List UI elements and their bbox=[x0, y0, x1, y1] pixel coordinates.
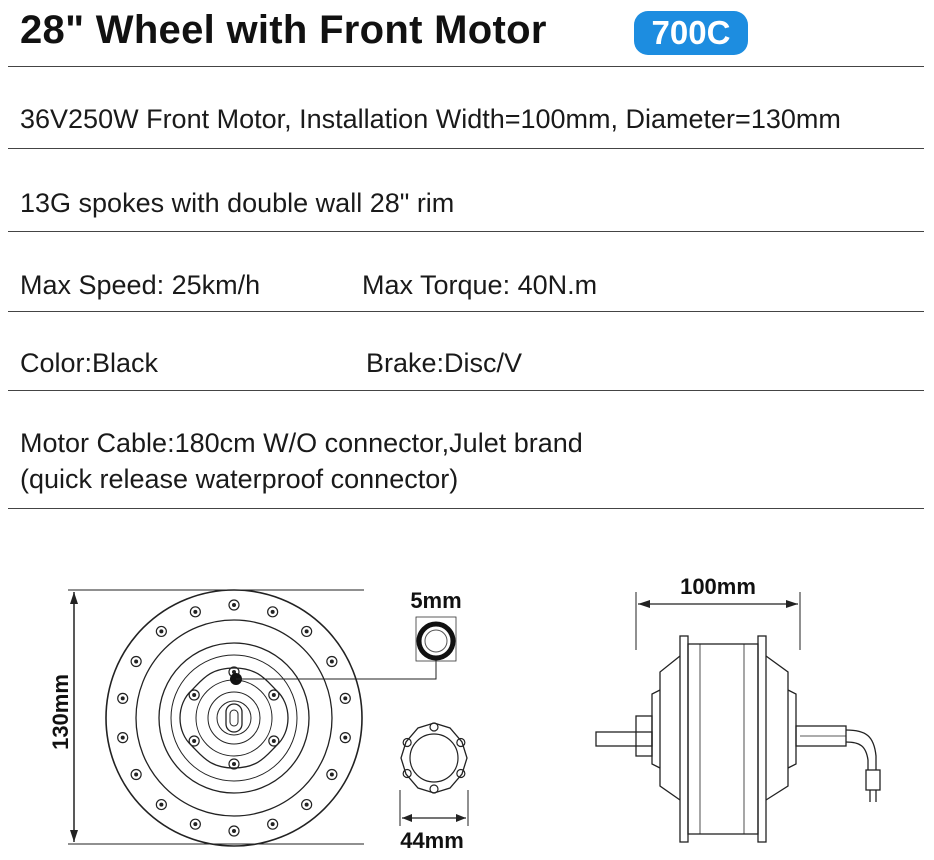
hole bbox=[117, 732, 129, 744]
hole-center bbox=[232, 762, 236, 766]
hole bbox=[268, 689, 280, 701]
page-title: 28" Wheel with Front Motor bbox=[20, 8, 547, 52]
hole-size-label: 5mm bbox=[410, 588, 461, 613]
spoke-holes bbox=[117, 599, 351, 837]
hole bbox=[155, 798, 167, 811]
hole bbox=[228, 825, 240, 837]
hole bbox=[155, 625, 167, 638]
divider bbox=[8, 66, 924, 67]
hole-center bbox=[304, 802, 309, 807]
hole bbox=[117, 692, 129, 704]
spec-cable-line1: Motor Cable:180cm W/O connector,Julet br… bbox=[20, 428, 583, 458]
hole-center bbox=[232, 670, 236, 674]
hole bbox=[456, 737, 466, 748]
hole-center bbox=[232, 829, 236, 833]
hole-center bbox=[159, 802, 164, 807]
hole bbox=[301, 798, 313, 811]
spec-motor: 36V250W Front Motor, Installation Width=… bbox=[20, 104, 841, 134]
hole bbox=[130, 768, 142, 781]
divider bbox=[8, 231, 924, 232]
hole-center bbox=[159, 629, 164, 634]
hole bbox=[267, 818, 279, 830]
hole bbox=[456, 768, 466, 779]
disc-mount-detail bbox=[399, 722, 469, 826]
hole bbox=[268, 735, 280, 747]
hub-side-view bbox=[595, 592, 881, 843]
divider bbox=[8, 508, 924, 509]
hole bbox=[339, 692, 351, 704]
hole bbox=[188, 735, 200, 747]
hole bbox=[429, 722, 439, 732]
hole bbox=[402, 768, 412, 779]
hole bbox=[228, 758, 240, 770]
hole bbox=[326, 655, 338, 668]
hole-leader bbox=[230, 660, 437, 685]
hole-center bbox=[232, 603, 236, 607]
hole bbox=[301, 625, 313, 638]
hole-center bbox=[192, 693, 197, 697]
hole bbox=[267, 606, 279, 618]
hole bbox=[189, 606, 201, 618]
hub-front-view bbox=[68, 589, 364, 847]
hole-center bbox=[304, 629, 309, 634]
hole-center bbox=[193, 822, 198, 827]
spec-spokes: 13G spokes with double wall 28" rim bbox=[20, 188, 455, 218]
hole bbox=[429, 784, 439, 794]
hole-center bbox=[329, 659, 334, 664]
hole-center bbox=[329, 772, 334, 777]
hole bbox=[339, 732, 351, 744]
hole-center bbox=[134, 772, 139, 777]
hole bbox=[188, 689, 200, 701]
hole bbox=[130, 655, 142, 668]
hole bbox=[326, 768, 338, 781]
spec-max-torque: Max Torque: 40N.m bbox=[362, 270, 598, 300]
motor-technical-drawing: 5mm 44mm 130mm bbox=[48, 574, 881, 853]
hole bbox=[228, 599, 240, 611]
spec-max-speed: Max Speed: 25km/h bbox=[20, 270, 261, 300]
install-width-label: 100mm bbox=[680, 574, 756, 599]
spec-cable-line2: (quick release waterproof connector) bbox=[20, 464, 459, 494]
diameter-label: 130mm bbox=[48, 674, 73, 750]
hole-center bbox=[120, 696, 125, 701]
hole-center bbox=[270, 822, 275, 827]
hole bbox=[189, 818, 201, 830]
hole-detail: 5mm bbox=[410, 588, 462, 662]
hole-center bbox=[343, 735, 348, 740]
disc-mount-holes bbox=[402, 722, 466, 794]
disc-mount-label: 44mm bbox=[400, 828, 464, 853]
size-badge: 700C bbox=[634, 11, 748, 55]
hole-center bbox=[120, 735, 125, 740]
spec-brake: Brake:Disc/V bbox=[366, 348, 523, 378]
hole-center bbox=[271, 693, 276, 697]
hole-center bbox=[193, 609, 198, 614]
hole bbox=[402, 737, 412, 748]
hole-center bbox=[271, 739, 276, 743]
divider bbox=[8, 311, 924, 312]
hole-center bbox=[192, 739, 197, 743]
hole-center bbox=[343, 696, 348, 701]
hole-center bbox=[270, 609, 275, 614]
divider bbox=[8, 148, 924, 149]
spec-color: Color:Black bbox=[20, 348, 159, 378]
divider bbox=[8, 390, 924, 391]
hole-center bbox=[134, 659, 139, 664]
